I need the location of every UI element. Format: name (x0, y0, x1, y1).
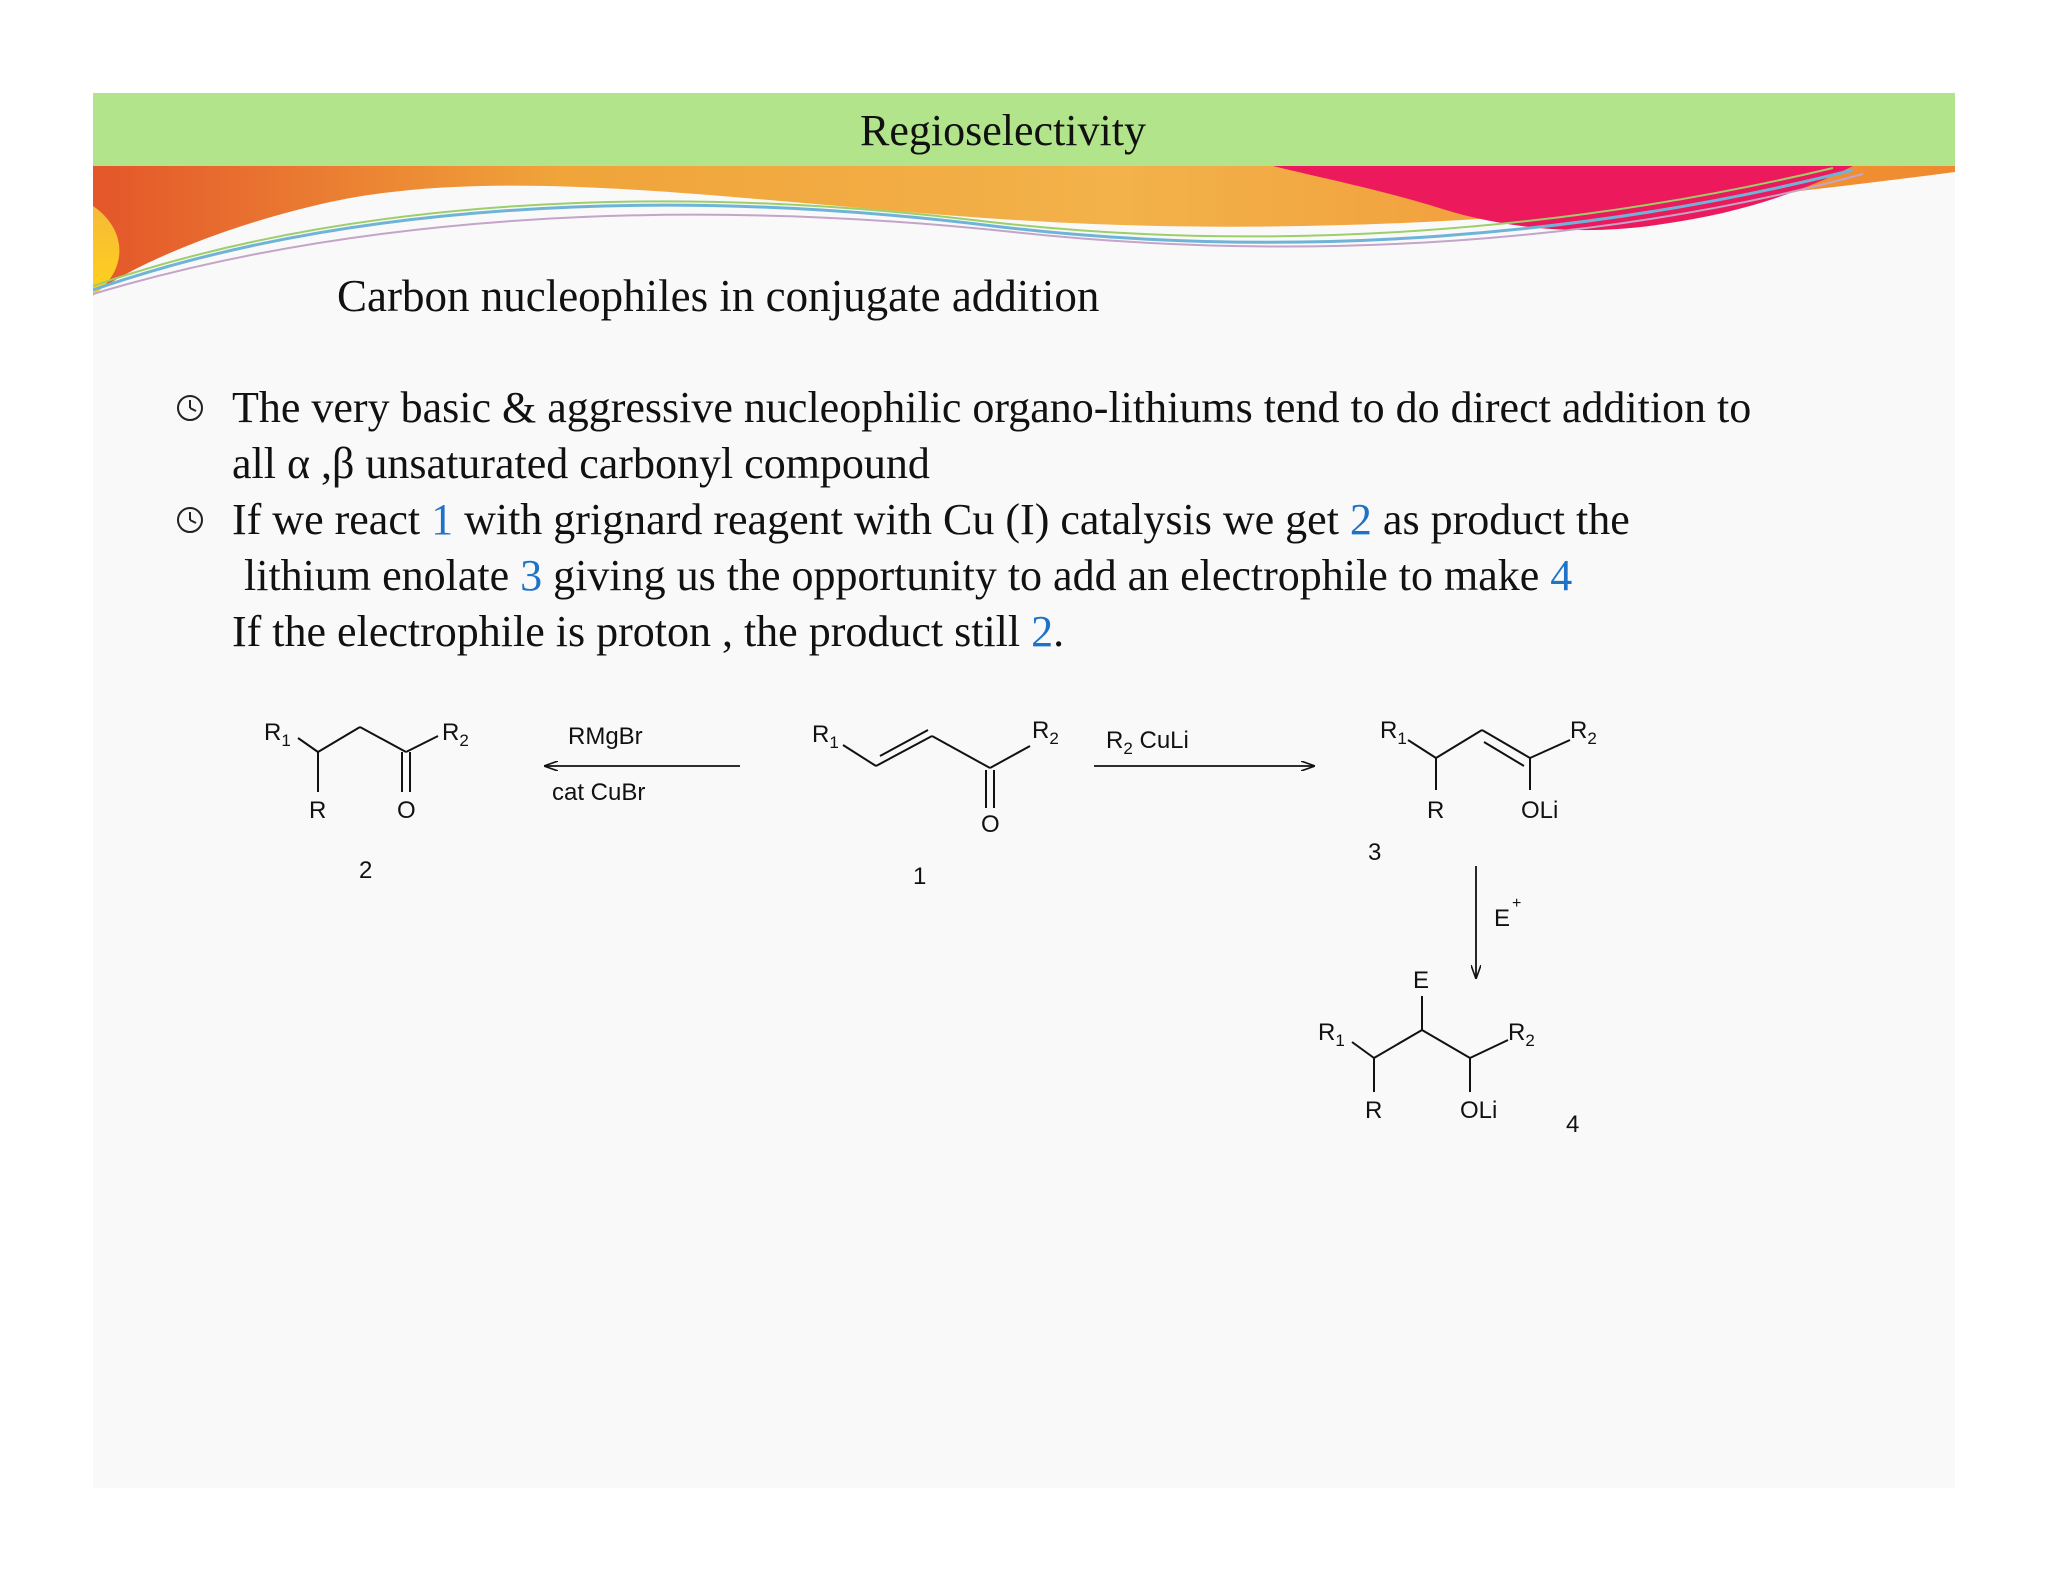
reagent-r2culi: R2 CuLi (1106, 727, 1189, 758)
bullet-2-line-2: lithium enolate 3 giving us the opportun… (244, 551, 1573, 600)
title-bar: Regioselectivity (93, 93, 1955, 169)
c4-r2-label: R2 (1508, 1019, 1535, 1050)
compound-ref-2: 2 (1349, 495, 1372, 544)
decorative-swoosh (93, 166, 1955, 296)
bullet-item-1: The very basic & aggressive nucleophilic… (175, 380, 1935, 492)
compound-ref-1: 1 (431, 495, 454, 544)
c1-r2-label: R2 (1032, 717, 1059, 748)
clock-icon (177, 395, 203, 421)
c3-r2-label: R2 (1570, 717, 1597, 748)
c4-r-label: R (1365, 1097, 1382, 1124)
c4-r1-label: R1 (1318, 1019, 1345, 1050)
slide-background (93, 93, 1955, 1488)
c3-oli-label: OLi (1521, 797, 1558, 824)
reagent-rmgbr: RMgBr (568, 723, 643, 750)
c2-r1-label: R1 (264, 719, 291, 750)
compound-ref-3: 3 (520, 551, 543, 600)
c4-oli-label: OLi (1460, 1097, 1497, 1124)
bullet-list: The very basic & aggressive nucleophilic… (175, 380, 1935, 660)
bullet-1-line-1: The very basic & aggressive nucleophilic… (232, 383, 1752, 432)
bullet-2-line-3: If the electrophile is proton , the prod… (232, 607, 1065, 656)
reagent-cat-cubr: cat CuBr (552, 779, 645, 806)
c2-oxygen-label: O (397, 797, 416, 824)
compound-3-structure (1407, 729, 1571, 790)
clock-icon (177, 507, 203, 533)
c1-oxygen-label: O (981, 811, 1000, 838)
c3-r1-label: R1 (1380, 717, 1407, 748)
compound-ref-2: 2 (1031, 607, 1054, 656)
compound-number-4: 4 (1566, 1111, 1579, 1138)
c4-e-label: E (1413, 967, 1429, 994)
bullet-item-2: If we react 1 with grignard reagent with… (175, 492, 1935, 604)
compound-1-structure (842, 729, 1031, 808)
compound-ref-4: 4 (1550, 551, 1573, 600)
c2-r-label: R (309, 797, 326, 824)
slide-title: Regioselectivity (860, 106, 1146, 155)
c1-r1-label: R1 (812, 721, 839, 752)
compound-number-3: 3 (1368, 839, 1381, 866)
compound-4-structure (1351, 996, 1509, 1092)
compound-2-structure (297, 726, 439, 792)
bullet-1-line-2: all α ,β unsaturated carbonyl compound (232, 439, 930, 488)
c3-r-label: R (1427, 797, 1444, 824)
bullet-2-line-1: If we react 1 with grignard reagent with… (232, 495, 1630, 544)
reagent-electrophile: E+ (1494, 895, 1521, 932)
compound-number-1: 1 (913, 863, 926, 890)
slide-subtitle: Carbon nucleophiles in conjugate additio… (337, 271, 1100, 321)
compound-number-2: 2 (359, 857, 372, 884)
c2-r2-label: R2 (442, 719, 469, 750)
